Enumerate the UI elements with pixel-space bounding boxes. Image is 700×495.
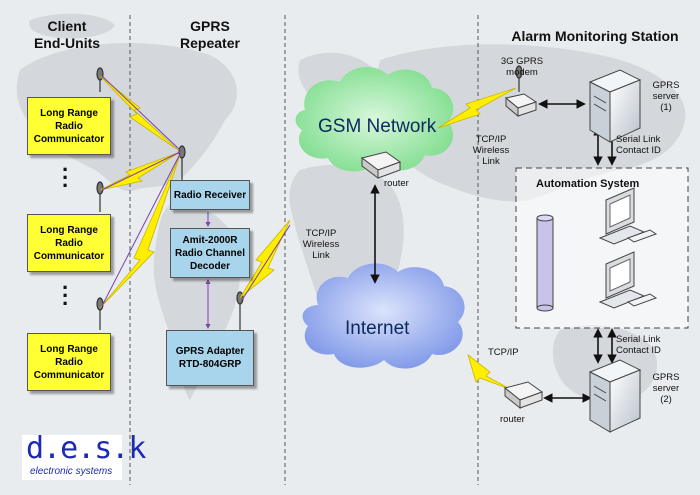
radio-decoder-label: Amit-2000R Radio Channel Decoder xyxy=(174,234,245,272)
ellipsis-bottom: · · · xyxy=(62,275,70,316)
workstation-2 xyxy=(598,251,658,309)
serial-link-bottom-label: Serial Link Contact ID xyxy=(616,334,661,356)
logo-text: d.e.s.k xyxy=(26,431,146,466)
radio-receiver-box: Radio Receiver xyxy=(170,180,250,210)
tcpip-wireless-link-left: TCP/IP Wireless Link xyxy=(302,228,340,261)
desk-logo: d.e.s.k electronic systems xyxy=(22,431,146,480)
gprs-adapter-box: GPRS Adapter RTD-804GRP xyxy=(166,330,254,386)
communicator-label: Long Range Radio Communicator xyxy=(33,107,105,145)
database-cylinder xyxy=(536,214,554,312)
gprs-adapter-label: GPRS Adapter RTD-804GRP xyxy=(175,346,245,370)
radio-receiver-label: Radio Receiver xyxy=(173,189,247,201)
column-separators xyxy=(129,15,479,485)
workstation-1 xyxy=(598,187,658,245)
gprs-modem xyxy=(504,93,538,118)
internet-label: Internet xyxy=(345,318,410,339)
client-antennas xyxy=(96,65,523,330)
header-client-end-units: Client End-Units xyxy=(33,18,101,51)
communicator-box-3: Long Range Radio Communicator xyxy=(27,333,111,391)
logo-subtitle: electronic systems xyxy=(30,466,113,477)
radio-links xyxy=(101,75,291,329)
gsm-cloud xyxy=(295,66,454,172)
gsm-network-label: GSM Network xyxy=(318,116,437,137)
network-arrows xyxy=(370,99,617,403)
router-top xyxy=(360,151,402,179)
header-gprs-repeater: GPRS Repeater xyxy=(180,18,240,51)
automation-system-label: Automation System xyxy=(536,178,640,190)
server-1 xyxy=(588,69,642,143)
server-2 xyxy=(588,359,642,433)
header-alarm-monitoring-station: Alarm Monitoring Station xyxy=(511,28,679,44)
router-top-label: router xyxy=(384,178,409,189)
communicator-label: Long Range Radio Communicator xyxy=(33,224,105,262)
communicator-box-2: Long Range Radio Communicator xyxy=(27,214,111,272)
ellipsis-top: · · · xyxy=(62,157,70,198)
tcpip-wireless-link-right: TCP/IP Wireless Link xyxy=(472,134,510,167)
tcpip-label: TCP/IP xyxy=(488,347,519,358)
communicator-label: Long Range Radio Communicator xyxy=(33,343,105,381)
serial-link-top-label: Serial Link Contact ID xyxy=(616,134,661,156)
communicator-box-1: Long Range Radio Communicator xyxy=(27,97,111,155)
radio-decoder-box: Amit-2000R Radio Channel Decoder xyxy=(170,228,250,278)
router-bottom-label: router xyxy=(500,414,525,425)
internet-cloud xyxy=(302,263,465,369)
gprs-server-1-label: GPRS server (1) xyxy=(652,80,680,113)
router-bottom xyxy=(503,381,544,410)
gprs-modem-label: 3G GPRS modem xyxy=(500,56,544,78)
gprs-server-2-label: GPRS server (2) xyxy=(652,372,680,405)
